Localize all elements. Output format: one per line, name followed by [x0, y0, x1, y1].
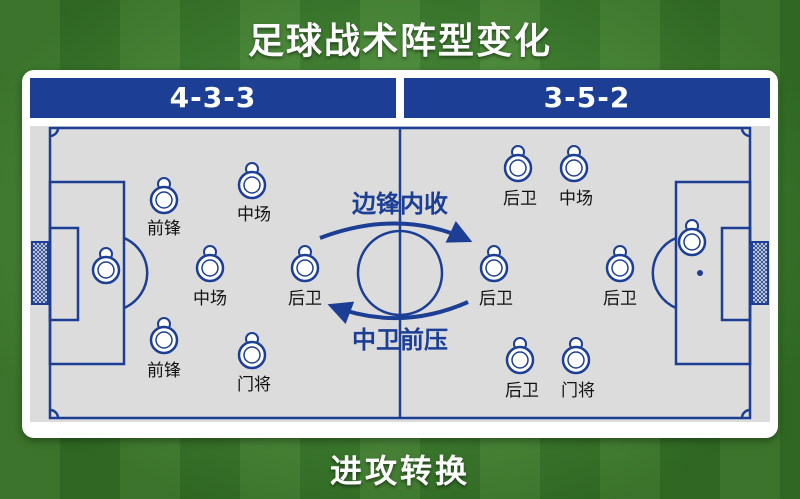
player-label: 前锋: [147, 219, 181, 239]
player-icon: [677, 219, 707, 257]
player-left-forward-bottom: 前锋: [147, 317, 181, 381]
player-label: 后卫: [603, 289, 637, 309]
formation-header-right: 3-5-2: [404, 78, 770, 118]
player-label: 门将: [561, 381, 595, 401]
page-title: 足球战术阵型变化: [247, 21, 552, 62]
right-penalty-arc: [651, 236, 677, 310]
player-right-back-bottom: 后卫: [505, 337, 539, 401]
player-left-forward-top: 前锋: [147, 177, 181, 239]
player-icon: [561, 337, 591, 375]
player-right-back-top: 后卫: [503, 145, 537, 209]
arrow-centerbacks-forward: [327, 300, 469, 325]
footer-caption: 进攻转换: [329, 452, 470, 490]
player-right-goalkeeper-label: 门将: [561, 337, 595, 401]
player-left-goalkeeper-label: 门将: [237, 332, 271, 395]
player-icon: [290, 245, 320, 283]
right-goal-net: [751, 241, 769, 305]
player-label: 中场: [237, 205, 271, 225]
player-label: 后卫: [503, 189, 537, 209]
arrow-wingers-inward: [319, 220, 473, 243]
penalty-spot: [697, 270, 703, 276]
player-icon: [149, 317, 179, 355]
formation-header-left: 4-3-3: [30, 78, 396, 118]
center-circle: [356, 229, 444, 317]
player-icon: [237, 162, 267, 200]
player-label: 后卫: [479, 289, 513, 309]
player-label: 中场: [559, 189, 593, 209]
right-goal-box: [720, 226, 752, 322]
left-penalty-arc: [123, 236, 149, 310]
player-label: 后卫: [505, 381, 539, 401]
corner-arc: [49, 408, 60, 419]
player-right-midfield-top: 中场: [559, 145, 593, 209]
player-left-midfield-top: 中场: [237, 162, 271, 225]
left-goal-net: [31, 241, 49, 305]
corner-arc: [49, 127, 60, 138]
annotation-bottom-arrow: 中卫前压: [352, 326, 448, 354]
player-right-back-right: 后卫: [603, 245, 637, 309]
player-label: 后卫: [288, 289, 322, 309]
player-left-back-mid: 后卫: [288, 245, 322, 309]
tactics-board: 4-3-3 3-5-2: [22, 70, 778, 438]
player-label: 前锋: [147, 361, 181, 381]
player-icon: [505, 337, 535, 375]
player-icon: [149, 177, 179, 215]
player-icon: [195, 245, 225, 283]
player-label: 门将: [237, 375, 271, 395]
pitch-markings: [48, 126, 752, 420]
player-right-goalkeeper: [677, 219, 707, 257]
player-icon: [503, 145, 533, 183]
player-icon: [237, 332, 267, 370]
player-right-back-mid: 后卫: [479, 245, 513, 309]
player-label: 中场: [193, 289, 227, 309]
corner-arc: [740, 127, 751, 138]
player-icon: [605, 245, 635, 283]
player-icon: [479, 245, 509, 283]
player-left-midfield-mid: 中场: [193, 245, 227, 309]
pitch-diagram: 边锋内收 中卫前压 前锋 中场: [30, 126, 770, 422]
player-left-goalkeeper: [91, 247, 121, 285]
annotation-top-arrow: 边锋内收: [352, 190, 448, 218]
left-goal-box: [48, 226, 80, 322]
player-icon: [91, 247, 121, 285]
corner-arc: [740, 408, 751, 419]
player-icon: [559, 145, 589, 183]
